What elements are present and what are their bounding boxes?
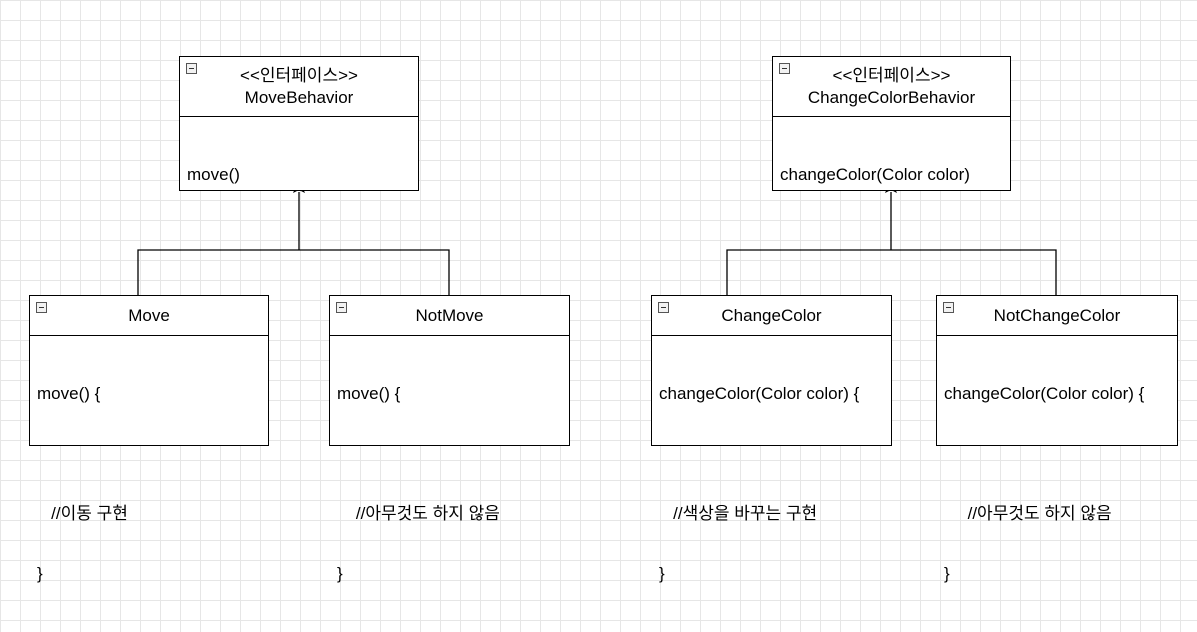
collapse-icon[interactable] (943, 302, 954, 313)
class-body: changeColor(Color color) { ​ //색상을 바꾸는 구… (652, 336, 891, 632)
interface-members: changeColor(Color color) (773, 117, 1010, 233)
code-comment: //아무것도 하지 않음 (337, 504, 500, 523)
code-line: } (37, 564, 43, 583)
uml-diagram-canvas: <<인터페이스>> MoveBehavior move() <<인터페이스>> … (29, 56, 1178, 583)
interface-header: <<인터페이스>> MoveBehavior (180, 57, 418, 117)
connector-notchangecolor-to-changecolorbehavior (891, 249, 1057, 296)
code-line: } (337, 564, 343, 583)
class-name: Move (128, 305, 170, 325)
code-line: ​ (944, 444, 1170, 464)
class-body: move() { ​ //아무것도 하지 않음 } (330, 336, 569, 632)
class-name: NotMove (415, 305, 484, 325)
code-line: } (659, 564, 665, 583)
collapse-icon[interactable] (336, 302, 347, 313)
class-change-color[interactable]: ChangeColor changeColor(Color color) { ​… (651, 295, 892, 583)
connector-move-to-movebehavior (137, 249, 299, 296)
interface-name: ChangeColorBehavior (807, 87, 976, 107)
interface-name: MoveBehavior (244, 87, 354, 107)
method-signature: move() (187, 165, 240, 184)
code-comment: //색상을 바꾸는 구현 (659, 504, 818, 523)
code-comment: //이동 구현 (37, 504, 128, 523)
code-line: changeColor(Color color) { (659, 384, 860, 403)
collapse-icon[interactable] (779, 63, 790, 74)
class-not-change-color[interactable]: NotChangeColor changeColor(Color color) … (936, 295, 1178, 583)
code-comment: //아무것도 하지 않음 (944, 504, 1112, 523)
code-line: ​ (659, 444, 884, 464)
code-line: move() { (337, 384, 401, 403)
collapse-icon[interactable] (658, 302, 669, 313)
code-line: ​ (37, 444, 261, 464)
class-body: changeColor(Color color) { ​ //아무것도 하지 않… (937, 336, 1177, 632)
connector-changecolor-to-changecolorbehavior (726, 249, 891, 296)
class-header: NotMove (330, 296, 569, 336)
class-name: ChangeColor (721, 305, 822, 325)
code-line: changeColor(Color color) { (944, 384, 1145, 403)
collapse-icon[interactable] (36, 302, 47, 313)
collapse-icon[interactable] (186, 63, 197, 74)
interface-members: move() (180, 117, 418, 233)
class-not-move[interactable]: NotMove move() { ​ //아무것도 하지 않음 } (329, 295, 570, 583)
method-signature: changeColor(Color color) (780, 165, 970, 184)
code-line: ​ (337, 444, 562, 464)
code-line: } (944, 564, 950, 583)
stereotype-label: <<인터페이스>> (832, 65, 951, 85)
code-line: move() { (37, 384, 101, 403)
class-header: Move (30, 296, 268, 336)
class-header: NotChangeColor (937, 296, 1177, 336)
interface-header: <<인터페이스>> ChangeColorBehavior (773, 57, 1010, 117)
stereotype-label: <<인터페이스>> (240, 65, 358, 85)
connector-notmove-to-movebehavior (299, 249, 450, 296)
class-header: ChangeColor (652, 296, 891, 336)
class-body: move() { ​ //이동 구현 } (30, 336, 268, 632)
inheritance-connectors (137, 179, 1057, 296)
interface-change-color-behavior[interactable]: <<인터페이스>> ChangeColorBehavior changeColo… (772, 56, 1011, 191)
interface-move-behavior[interactable]: <<인터페이스>> MoveBehavior move() (179, 56, 419, 191)
class-name: NotChangeColor (993, 305, 1121, 325)
class-move[interactable]: Move move() { ​ //이동 구현 } (29, 295, 269, 583)
